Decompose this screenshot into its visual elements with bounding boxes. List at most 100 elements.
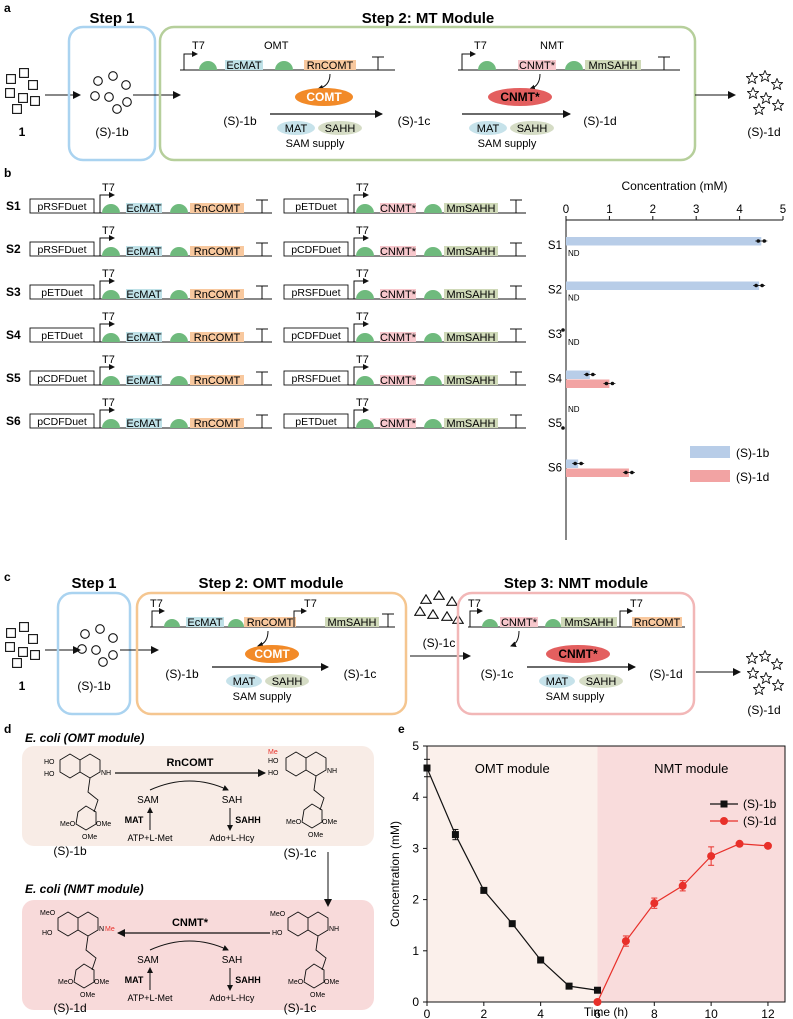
s1b-circles (77, 624, 118, 667)
gene-label: MmSAHH (328, 617, 377, 629)
gene-rncomt (632, 617, 682, 627)
ado-label: Ado+L-Hcy (210, 993, 255, 1003)
plasmid-box (29, 413, 95, 429)
legend-swatch (690, 446, 730, 458)
gene-cnmt (380, 332, 416, 342)
gene-rncomt (190, 203, 244, 213)
gene-ecmat (225, 60, 263, 70)
plasmid-label: pCDFDuet (291, 244, 341, 256)
compound-1-label: 1 (19, 125, 26, 139)
structure-s1b (59, 753, 101, 831)
atom-label: OMe (310, 992, 325, 999)
nmt-module-construct: T7 CNMT* MmSAHH T7 RnCOMT (468, 598, 685, 629)
terminator-icon (510, 285, 522, 299)
t7-label: T7 (474, 40, 487, 52)
atom-label-highlight: Me (105, 926, 115, 933)
promoter-arrow (99, 321, 115, 342)
gene-cnmt (380, 289, 416, 299)
gene-cnmt (380, 375, 416, 385)
gene-mmsahh (585, 60, 641, 70)
rbs-icon (170, 419, 188, 428)
gene-label: RnCOMT (194, 289, 241, 301)
atom-label: OMe (308, 832, 323, 839)
atom-label: OMe (80, 992, 95, 999)
omt-cell-title: E. coli (OMT module) (25, 731, 144, 745)
gene-cnmt (500, 617, 538, 627)
gene-rncomt (190, 332, 244, 342)
gene-label: MmSAHH (447, 332, 496, 344)
terminator-icon (372, 56, 384, 70)
atom-label-highlight: Me (268, 749, 278, 756)
t7-label: T7 (304, 598, 317, 610)
starting-compound-squares (5, 622, 40, 668)
sam-supply-label: SAM supply (233, 691, 292, 703)
omt-region (427, 746, 598, 1002)
nd-label: ND (568, 338, 580, 347)
sam-supply-label: SAM supply (286, 138, 345, 150)
mat-label: MAT (546, 676, 569, 688)
terminator-icon (256, 199, 268, 213)
sahh-label: SAHH (586, 676, 617, 688)
data-point (593, 998, 602, 1006)
data-point (650, 899, 659, 908)
intermediate-label: (S)-1c (344, 667, 377, 681)
nmt-region (597, 746, 785, 1002)
gene-ecmat (186, 617, 224, 627)
strain-label: S4 (6, 328, 21, 342)
rbs-icon (102, 247, 120, 256)
terminator-icon (510, 242, 522, 256)
gene-label: RnCOMT (194, 418, 241, 430)
mat-ellipse (469, 121, 507, 135)
data-point (763, 841, 772, 850)
x-tick-label: 12 (761, 1007, 775, 1019)
gene-label: EcMAT (226, 60, 262, 72)
rbs-icon (102, 419, 120, 428)
gene-mmsahh (444, 375, 498, 385)
atom-label: OMe (94, 979, 109, 986)
s1d-stars (746, 70, 784, 115)
s1b-label: (S)-1b (95, 125, 129, 139)
plasmid-label: pRSFDuet (37, 201, 86, 213)
promoter-arrow (353, 364, 369, 385)
y-tick-label: 0 (412, 995, 419, 1009)
nd-label: ND (568, 405, 580, 414)
panel-letter: b (4, 166, 11, 180)
mat-label: MAT (477, 123, 500, 135)
t7-label: T7 (102, 268, 115, 280)
plasmid-label: pCDFDuet (291, 330, 341, 342)
s1c-label: (S)-1c (284, 1001, 317, 1015)
gene-mmsahh (444, 246, 498, 256)
data-point (621, 937, 630, 946)
data-point (561, 328, 565, 332)
t7-label: T7 (102, 182, 115, 194)
rbs-icon (565, 61, 583, 70)
mat-label: MAT (233, 676, 256, 688)
terminator-icon (256, 328, 268, 342)
x-tick-label: 0 (424, 1007, 431, 1019)
data-point (565, 982, 573, 990)
panel-d: d E. coli (OMT module) E. coli (NMT modu… (4, 722, 374, 1015)
gene-mmsahh (444, 289, 498, 299)
atom-label: HO (42, 930, 53, 937)
plasmid-label: pETDuet (295, 416, 337, 428)
sam-label: SAM (137, 955, 159, 966)
bar (566, 379, 610, 388)
gene-mmsahh (444, 332, 498, 342)
step1-title: Step 1 (89, 10, 134, 27)
nmt-module-box (456, 591, 696, 716)
gene-label: EcMAT (126, 289, 162, 301)
sam-supply-label: SAM supply (478, 138, 537, 150)
comt-label: COMT (254, 647, 290, 661)
mat-label: MAT (125, 975, 144, 985)
terminator-icon (510, 414, 522, 428)
t7-label: T7 (356, 268, 369, 280)
starting-compound-squares (5, 68, 40, 114)
x-tick-label: 4 (736, 204, 743, 216)
substrate-label: (S)-1b (223, 114, 257, 128)
cnmt-label: CNMT* (500, 90, 540, 104)
plasmid-box (29, 284, 95, 300)
atom-label: OMe (324, 979, 339, 986)
atom-label: NH (327, 768, 337, 775)
panel-letter: a (4, 1, 11, 15)
